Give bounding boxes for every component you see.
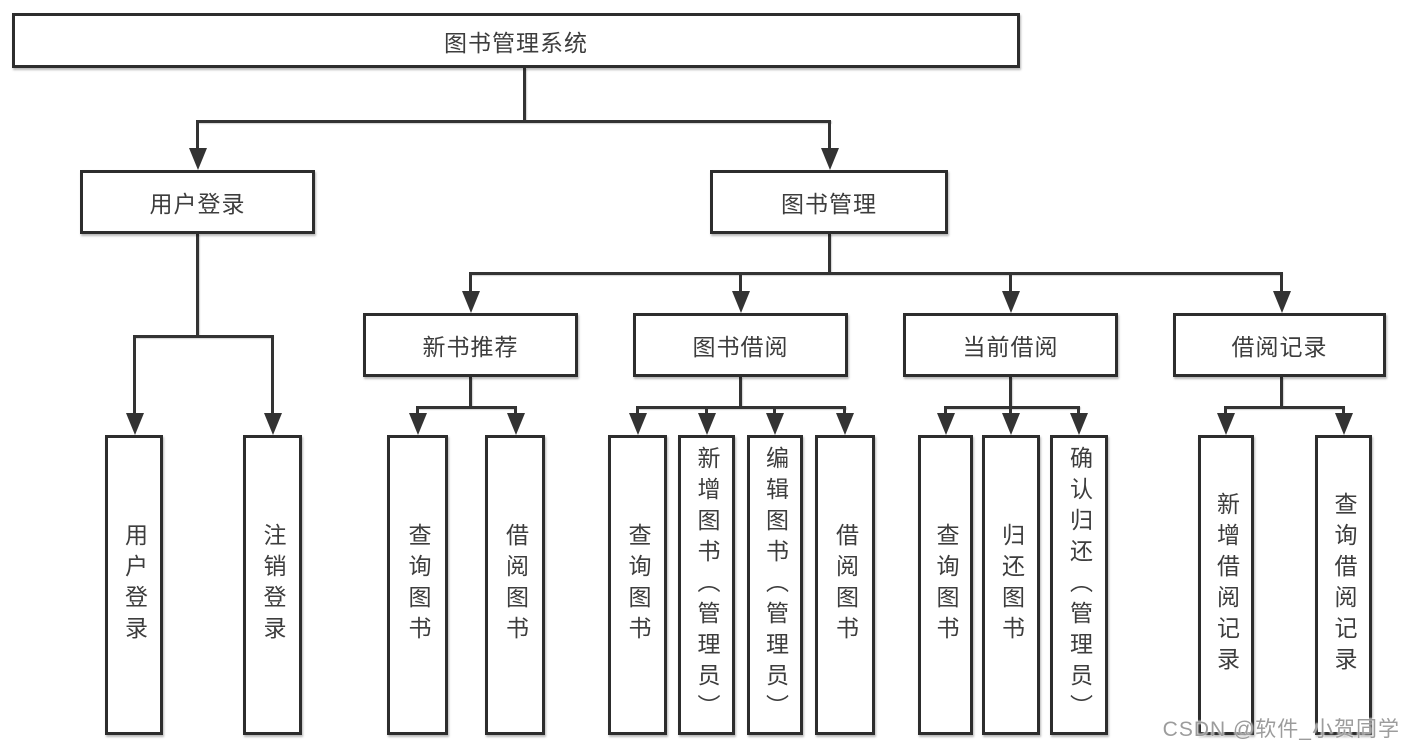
leaf-add-book-admin: 新增图书（管理员） (678, 435, 735, 735)
arrow-to-book-borrowing (739, 272, 742, 291)
arrow-to-add-book (705, 406, 708, 413)
arrow-to-query-books-2 (636, 406, 639, 413)
node-book-borrowing: 图书借阅 (633, 313, 848, 377)
connector-book-mgmt-trunk (828, 234, 831, 272)
leaf-label: 借阅图书 (832, 523, 859, 647)
leaf-label: 新增图书（管理员） (694, 445, 720, 725)
node-borrowing-records: 借阅记录 (1173, 313, 1386, 377)
leaf-query-borrow-record: 查询借阅记录 (1315, 435, 1372, 735)
leaf-label: 查询借阅记录 (1331, 492, 1357, 678)
leaf-label: 归还图书 (998, 523, 1025, 647)
arrow-to-return-book (1009, 406, 1012, 413)
connector-book-borrowing-trunk (739, 377, 742, 406)
arrow-to-borrowing-records (1280, 272, 1283, 291)
leaf-label: 查询图书 (933, 523, 959, 647)
connector-level3-bar (469, 272, 1282, 275)
leaf-label: 查询图书 (625, 523, 651, 647)
arrow-to-borrow-books-2 (843, 406, 846, 413)
arrow-to-leaf-user-login (133, 335, 136, 413)
connector-new-book-rec-bar (416, 406, 516, 409)
leaf-label: 新增借阅记录 (1213, 492, 1240, 678)
node-book-management: 图书管理 (710, 170, 948, 234)
arrow-to-borrow-books-1 (514, 406, 517, 413)
connector-borrowing-records-trunk (1280, 377, 1283, 406)
arrow-to-query-books-1 (416, 406, 419, 413)
leaf-edit-book-admin: 编辑图书（管理员） (747, 435, 803, 735)
arrow-to-current-borrowing (1009, 272, 1012, 291)
watermark: CSDN @软件_小贺同学 (1162, 718, 1400, 741)
leaf-label: 确认归还（管理员） (1066, 445, 1093, 725)
leaf-borrow-books-2: 借阅图书 (815, 435, 875, 735)
arrow-to-query-borrow-record (1342, 406, 1345, 413)
leaf-borrow-books-1: 借阅图书 (485, 435, 545, 735)
node-user-login: 用户登录 (80, 170, 315, 234)
connector-book-borrowing-bar (636, 406, 846, 409)
connector-level2-bar (196, 120, 831, 123)
node-library-system-root: 图书管理系统 (12, 13, 1020, 68)
leaf-label: 借阅图书 (502, 523, 529, 647)
leaf-query-books-1: 查询图书 (387, 435, 448, 735)
leaf-logout-login: 注销登录 (243, 435, 302, 735)
connector-root-trunk (523, 68, 526, 120)
leaf-confirm-return-admin: 确认归还（管理员） (1050, 435, 1108, 735)
connector-current-borrowing-bar (944, 406, 1080, 409)
leaf-label: 查询图书 (405, 523, 431, 647)
connector-user-login-bar (133, 335, 273, 338)
arrow-to-user-login (196, 120, 199, 148)
leaf-query-books-2: 查询图书 (608, 435, 667, 735)
arrow-to-confirm-return (1077, 406, 1080, 413)
arrow-to-leaf-logout (271, 335, 274, 413)
arrow-to-book-management (828, 120, 831, 148)
node-current-borrowing: 当前借阅 (903, 313, 1118, 377)
arrow-to-new-book-rec (469, 272, 472, 291)
connector-borrowing-records-bar (1224, 406, 1344, 409)
arrow-to-query-books-3 (944, 406, 947, 413)
leaf-label: 编辑图书（管理员） (762, 445, 789, 725)
leaf-add-borrow-record: 新增借阅记录 (1198, 435, 1254, 735)
leaf-label: 注销登录 (260, 523, 286, 647)
leaf-user-login: 用户登录 (105, 435, 163, 735)
leaf-return-book: 归还图书 (982, 435, 1040, 735)
connector-current-borrowing-trunk (1009, 377, 1012, 406)
arrow-to-edit-book (773, 406, 776, 413)
arrow-to-add-borrow-record (1224, 406, 1227, 413)
connector-user-login-trunk (196, 234, 199, 335)
leaf-query-books-3: 查询图书 (918, 435, 973, 735)
leaf-label: 用户登录 (121, 523, 148, 647)
node-new-book-recommendation: 新书推荐 (363, 313, 578, 377)
connector-new-book-rec-trunk (469, 377, 472, 406)
